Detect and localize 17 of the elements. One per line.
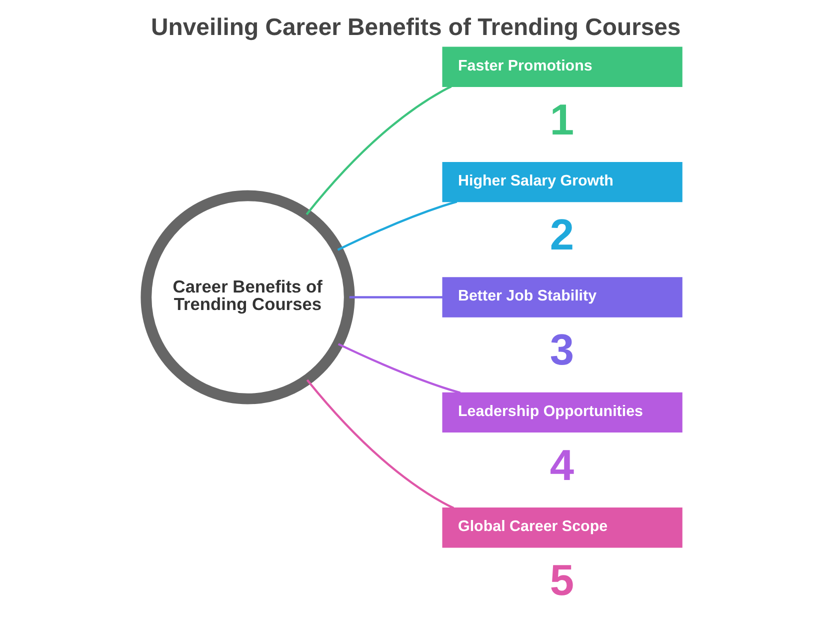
node-box: Global Career Scope bbox=[442, 508, 682, 548]
connector bbox=[306, 86, 452, 216]
connector bbox=[338, 343, 461, 394]
node-box: Better Job Stability bbox=[442, 277, 682, 318]
diagram-title: Unveiling Career Benefits of Trending Courses bbox=[151, 14, 681, 41]
node-box: Leadership Opportunities bbox=[442, 392, 682, 433]
node-circle: Career Benefits of Trending Courses bbox=[140, 190, 355, 404]
connector bbox=[306, 379, 454, 510]
node-box: Higher Salary Growth bbox=[442, 162, 682, 202]
connector bbox=[349, 296, 443, 298]
node-label: 3 bbox=[550, 326, 574, 375]
connector bbox=[337, 200, 458, 251]
node-label: 1 bbox=[550, 96, 574, 144]
node-label: 5 bbox=[550, 556, 574, 605]
node-box: Faster Promotions bbox=[442, 46, 682, 87]
node-label: 4 bbox=[550, 442, 574, 490]
node-label: 2 bbox=[550, 211, 574, 260]
